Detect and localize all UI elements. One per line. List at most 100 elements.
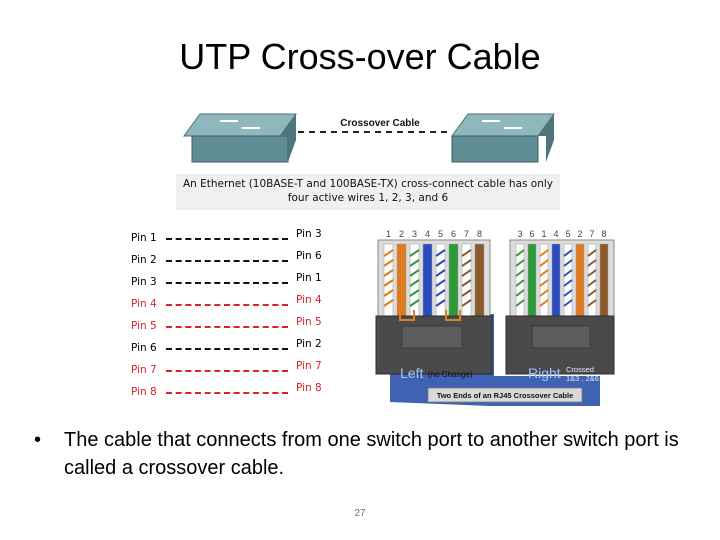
wire-stripe: [435, 269, 446, 277]
slide-title: UTP Cross-over Cable: [179, 36, 541, 77]
connectors-banner: Two Ends of an RJ45 Crossover Cable: [437, 391, 574, 400]
switches-illustration: Crossover Cable: [183, 113, 555, 163]
wire-stripe: [461, 279, 472, 287]
connector-wire: [599, 243, 609, 317]
connector-wire: [527, 243, 537, 317]
pin-number: 5: [565, 229, 570, 239]
right-connector-note-2: 1&3 , 2&6: [566, 374, 599, 383]
pin-row: Pin 5 Pin 5: [126, 316, 336, 338]
pin-number: 2: [399, 229, 404, 239]
pin-left-label: Pin 5: [131, 320, 157, 332]
pin-right-label: Pin 6: [296, 250, 322, 262]
connector-wire: [474, 243, 485, 317]
wire-stripe: [435, 279, 446, 287]
wire-stripe: [563, 299, 573, 307]
pin-right-label: Pin 5: [296, 316, 322, 328]
wire-stripe: [539, 269, 549, 277]
page-number: 27: [354, 508, 366, 519]
pin-right-label: Pin 8: [296, 382, 322, 394]
pin-row: Pin 3 Pin 1: [126, 272, 336, 294]
pin-connection-line: [166, 238, 288, 240]
wire-stripe: [383, 269, 394, 277]
pin-left-label: Pin 1: [131, 232, 157, 244]
pin-number: 4: [553, 229, 558, 239]
wire-stripe: [409, 269, 420, 277]
caption-line-2: four active wires 1, 2, 3, and 6: [287, 192, 449, 204]
left-connector-label: Left: [400, 365, 423, 381]
wire-stripe: [461, 269, 472, 277]
wire-stripe: [587, 249, 597, 257]
wire-stripe: [587, 269, 597, 277]
pin-connection-line: [166, 304, 288, 306]
wire-stripe: [563, 259, 573, 267]
pin-left-label: Pin 2: [131, 254, 157, 266]
connector-wire: [396, 243, 407, 317]
pin-row: Pin 4 Pin 4: [126, 294, 336, 316]
wire-stripe: [383, 289, 394, 297]
left-switch-icon: [183, 113, 297, 163]
wire-stripe: [515, 289, 525, 297]
pin-number: 3: [517, 229, 522, 239]
wire-stripe: [409, 289, 420, 297]
wire-stripe: [435, 289, 446, 297]
wire-stripe: [383, 259, 394, 267]
pin-number: 2: [577, 229, 582, 239]
pin-right-label: Pin 2: [296, 338, 322, 350]
connector-wire: [575, 243, 585, 317]
wire-stripe: [587, 279, 597, 287]
switch-crossover-figure: Crossover Cable An Ethernet (10BASE-T an…: [176, 108, 560, 210]
right-switch-icon: [451, 113, 555, 163]
wire-stripe: [539, 259, 549, 267]
wire-stripe: [409, 299, 420, 307]
left-rj45-connector: Left (no Change): [375, 239, 493, 381]
wire-stripe: [515, 249, 525, 257]
wire-stripe: [515, 269, 525, 277]
rj45-connectors-illustration: Left (no Change) Right Crossed 1&3 , 2&6…: [375, 229, 615, 406]
wire-stripe: [435, 259, 446, 267]
cable-label: Crossover Cable: [340, 118, 420, 129]
pin-left-label: Pin 8: [131, 386, 157, 398]
wire-stripe: [383, 279, 394, 287]
pin-row: Pin 8 Pin 8: [126, 382, 336, 404]
wire-stripe: [383, 299, 394, 307]
pin-number: 5: [438, 229, 443, 239]
bullet-text: The cable that connects from one switch …: [64, 429, 679, 479]
pin-connection-line: [166, 348, 288, 350]
wire-stripe: [383, 249, 394, 257]
wire-stripe: [563, 269, 573, 277]
wire-stripe: [461, 259, 472, 267]
connector-wire: [448, 243, 459, 317]
right-rj45-connector: Right Crossed 1&3 , 2&6: [505, 239, 615, 383]
pin-number: 3: [412, 229, 417, 239]
wire-stripe: [539, 299, 549, 307]
left-swap-indicator: [445, 310, 461, 321]
pin-number: 6: [451, 229, 456, 239]
pin-mapping-table: Pin 1 Pin 3 Pin 2 Pin 6 Pin 3 Pin 1 Pin …: [126, 228, 336, 404]
right-connector-note-1: Crossed: [566, 365, 594, 374]
pin-row: Pin 7 Pin 7: [126, 360, 336, 382]
wire-stripe: [539, 249, 549, 257]
pin-number: 7: [589, 229, 594, 239]
pin-number: 1: [541, 229, 546, 239]
wire-stripe: [515, 299, 525, 307]
pin-left-label: Pin 6: [131, 342, 157, 354]
pin-number: 4: [425, 229, 430, 239]
connectors-banner-box: [427, 387, 583, 403]
wire-stripe: [515, 259, 525, 267]
pin-number: 8: [601, 229, 606, 239]
pin-left-label: Pin 3: [131, 276, 157, 288]
pin-right-label: Pin 1: [296, 272, 322, 284]
pin-connection-line: [166, 370, 288, 372]
pin-row: Pin 2 Pin 6: [126, 250, 336, 272]
wire-stripe: [587, 299, 597, 307]
pin-number: 1: [386, 229, 391, 239]
wire-stripe: [563, 289, 573, 297]
right-connector-label: Right: [528, 365, 561, 381]
pin-number: 8: [477, 229, 482, 239]
pin-number: 6: [529, 229, 534, 239]
left-swap-indicator: [399, 310, 415, 321]
rj45-connectors-figure: Left (no Change) Right Crossed 1&3 , 2&6…: [372, 226, 616, 412]
wire-stripe: [409, 259, 420, 267]
left-connector-note: (no Change): [428, 370, 473, 379]
wire-stripe: [539, 289, 549, 297]
